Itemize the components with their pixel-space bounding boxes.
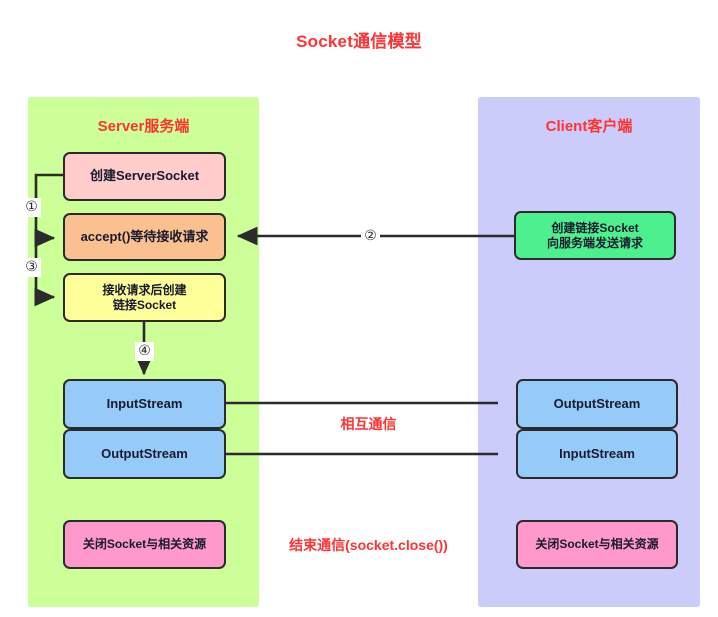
node-client-create-line1: 创建链接Socket	[551, 220, 639, 235]
node-accept[interactable]: accept()等待接收请求	[63, 213, 226, 261]
node-client-close[interactable]: 关闭Socket与相关资源	[516, 520, 678, 569]
node-server-outputstream[interactable]: OutputStream	[63, 429, 226, 479]
node-create-serversocket[interactable]: 创建ServerSocket	[63, 152, 226, 201]
node-link-socket[interactable]: 接收请求后创建 链接Socket	[63, 273, 226, 322]
node-link-socket-line2: 链接Socket	[112, 297, 177, 312]
marker-four: ④	[135, 342, 154, 361]
node-server-close[interactable]: 关闭Socket与相关资源	[63, 520, 226, 569]
marker-one: ①	[22, 198, 41, 217]
page-title: Socket通信模型	[296, 32, 422, 51]
node-client-inputstream[interactable]: InputStream	[516, 429, 678, 479]
node-server-inputstream[interactable]: InputStream	[63, 379, 226, 429]
label-mutual-communication: 相互通信	[340, 416, 397, 432]
client-lane-title: Client客户端	[545, 118, 633, 135]
server-lane-title: Server服务端	[97, 118, 190, 135]
node-link-socket-line1: 接收请求后创建	[102, 282, 187, 297]
node-client-create-socket[interactable]: 创建链接Socket 向服务端发送请求	[514, 211, 676, 260]
marker-three: ③	[22, 258, 41, 277]
node-client-outputstream[interactable]: OutputStream	[516, 379, 678, 429]
marker-two: ②	[361, 227, 380, 246]
node-client-create-line2: 向服务端发送请求	[546, 235, 643, 250]
label-end-communication: 结束通信(socket.close())	[289, 537, 448, 553]
